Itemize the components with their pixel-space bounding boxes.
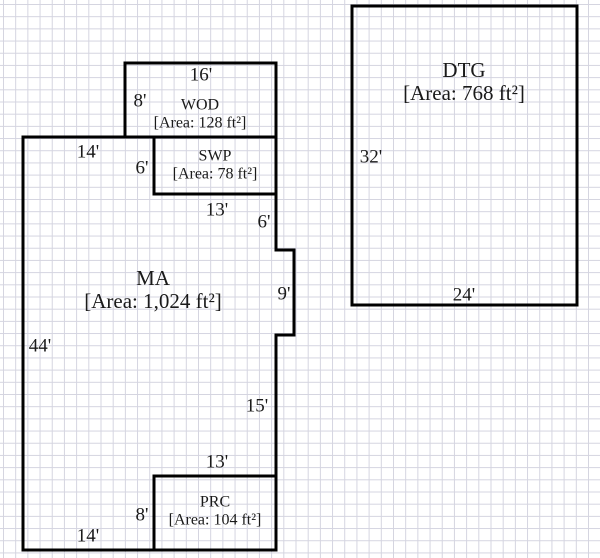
- room-prc: PRC [Area: 104 ft²]: [169, 493, 262, 528]
- room-prc-area: [Area: 104 ft²]: [168, 511, 262, 528]
- room-prc-name: PRC: [199, 493, 231, 511]
- room-swp-name: SWP: [198, 147, 232, 165]
- room-wod-name: WOD: [180, 96, 220, 114]
- dim-ma-top: 14': [76, 141, 100, 163]
- room-dtg-name: DTG: [442, 57, 486, 82]
- swp-walls: [152, 137, 276, 196]
- dim-wod-top: 16': [189, 64, 213, 86]
- dim-prc-top: 13': [205, 451, 229, 473]
- prc-walls: [152, 474, 276, 550]
- ma-wall-outline: [21, 135, 296, 552]
- room-swp: SWP [Area: 78 ft²]: [173, 147, 258, 182]
- dim-ma-right-lower: 15': [245, 395, 269, 417]
- dim-prc-left: 8': [135, 504, 149, 526]
- room-ma-name: MA: [136, 265, 170, 290]
- room-swp-area: [Area: 78 ft²]: [172, 165, 258, 182]
- dim-wod-left: 8': [133, 90, 147, 112]
- dim-ma-bottom: 14': [76, 525, 100, 547]
- dtg-walls: [350, 4, 579, 307]
- room-ma-area: [Area: 1,024 ft²]: [84, 289, 222, 313]
- dim-dtg-bottom: 24': [452, 284, 476, 306]
- room-wod-area: [Area: 128 ft²]: [153, 114, 247, 131]
- dim-ma-bump: 9': [277, 283, 291, 305]
- dim-ma-right-upper: 6': [257, 211, 271, 233]
- room-dtg: DTG [Area: 768 ft²]: [403, 57, 525, 105]
- room-wod: WOD [Area: 128 ft²]: [154, 96, 247, 131]
- wod-walls: [123, 61, 278, 139]
- dim-dtg-left: 32': [359, 146, 383, 168]
- dim-ma-left: 44': [28, 335, 52, 357]
- dim-swp-bottom: 13': [205, 199, 229, 221]
- room-ma: MA [Area: 1,024 ft²]: [84, 265, 222, 313]
- room-dtg-area: [Area: 768 ft²]: [403, 81, 525, 105]
- dim-swp-left: 6': [135, 157, 149, 179]
